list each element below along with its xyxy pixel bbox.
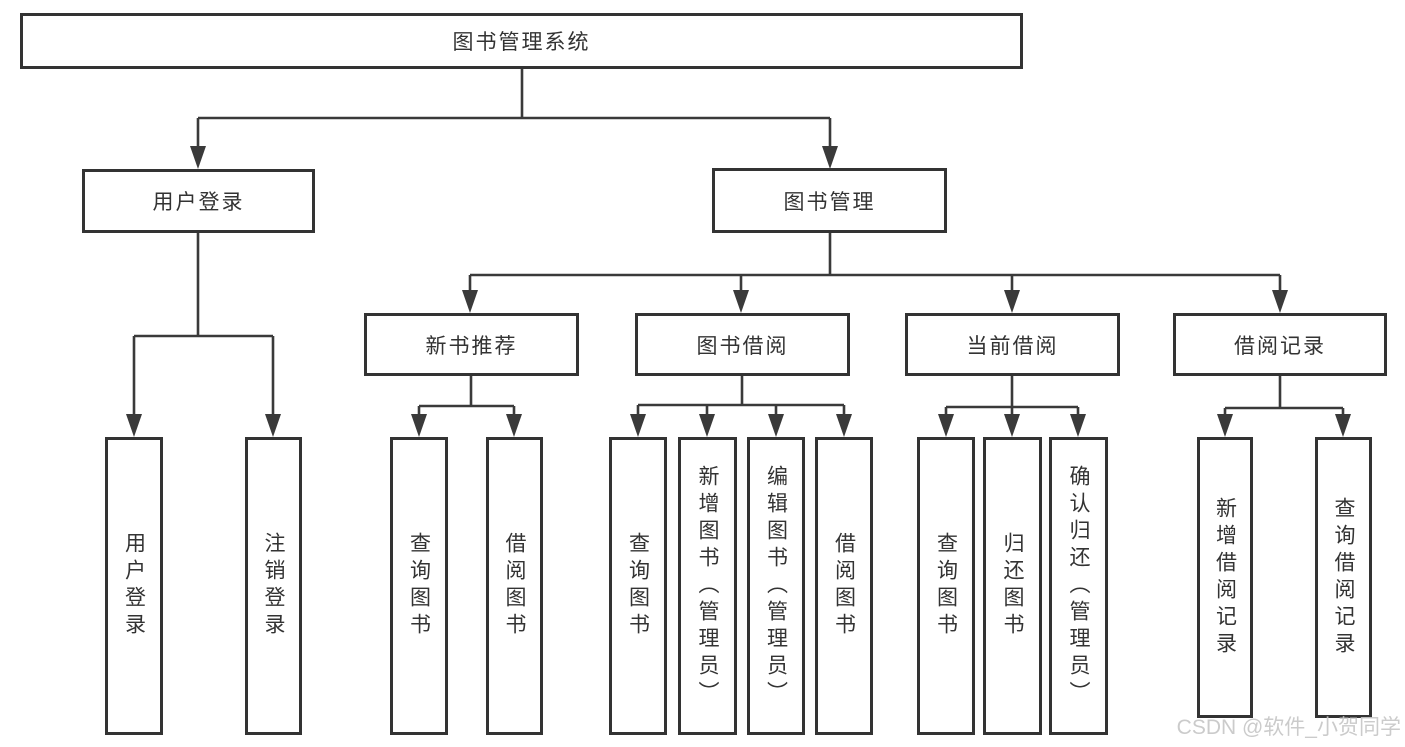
arrowhead-icon [630,414,646,437]
leaf-records-query-record-label: 查询借阅记录 [1332,496,1356,659]
leaf-logout-label: 注销登录 [262,532,286,640]
arrowhead-icon [836,414,852,437]
connector-line [636,376,846,420]
node-borrow-records: 借阅记录 [1173,313,1387,376]
arrowhead-icon [1004,290,1020,313]
connector-line [132,233,275,420]
arrowhead-icon [938,414,954,437]
connector-line [468,233,1282,296]
leaf-borrow-query-books-label: 查询图书 [626,532,650,640]
csdn-watermark: CSDN @软件_小贺同学 [1176,716,1401,739]
arrowhead-icon [733,290,749,313]
arrowhead-icon [411,414,427,437]
leaf-current-return-books-label: 归还图书 [1001,532,1025,640]
leaf-recommend-borrow-books-label: 借阅图书 [503,532,527,640]
node-new-book-recommend: 新书推荐 [364,313,579,376]
leaf-current-confirm-return-admin-label: 确认归还（管理员） [1067,464,1091,708]
arrowhead-icon [768,414,784,437]
connector-line [417,376,516,420]
node-book-borrow: 图书借阅 [635,313,850,376]
leaf-recommend-query-books-label: 查询图书 [407,532,431,640]
arrowhead-icon [462,290,478,313]
leaf-logout: 注销登录 [245,437,302,735]
arrowhead-icon [822,146,838,169]
arrowhead-icon [506,414,522,437]
node-book-management-label: 图书管理 [783,190,876,214]
arrowhead-icon [1217,414,1233,437]
node-borrow-records-label: 借阅记录 [1234,334,1326,358]
leaf-user-login-label: 用户登录 [122,532,146,640]
leaf-current-confirm-return-admin: 确认归还（管理员） [1049,437,1108,735]
arrowhead-icon [190,146,206,169]
connector-line [196,69,832,152]
leaf-records-add-record-label: 新增借阅记录 [1213,496,1237,659]
arrowhead-icon [265,414,281,437]
leaf-current-query-books-label: 查询图书 [934,532,958,640]
node-book-management: 图书管理 [712,168,947,233]
arrowhead-icon [1335,414,1351,437]
node-root-label: 图书管理系统 [452,31,591,54]
arrowhead-icon [126,414,142,437]
connector-line [1223,376,1345,420]
node-current-borrow: 当前借阅 [905,313,1120,376]
arrowhead-icon [1272,290,1288,313]
leaf-borrow-edit-books-admin-label: 编辑图书（管理员） [764,464,788,708]
node-user-login-group-label: 用户登录 [152,191,245,214]
node-new-book-recommend-label: 新书推荐 [425,334,518,358]
arrowhead-icon [699,414,715,437]
leaf-borrow-edit-books-admin: 编辑图书（管理员） [747,437,805,735]
leaf-borrow-borrow-books-label: 借阅图书 [832,532,856,640]
leaf-borrow-query-books: 查询图书 [609,437,667,735]
leaf-records-query-record: 查询借阅记录 [1315,437,1372,718]
leaf-current-query-books: 查询图书 [917,437,975,735]
leaf-borrow-add-books-admin-label: 新增图书（管理员） [696,464,720,708]
node-user-login-group: 用户登录 [82,169,315,233]
node-root: 图书管理系统 [20,13,1023,69]
leaf-records-add-record: 新增借阅记录 [1197,437,1253,718]
leaf-borrow-borrow-books: 借阅图书 [815,437,873,735]
leaf-recommend-query-books: 查询图书 [390,437,448,735]
arrowhead-icon [1070,414,1086,437]
connector-line [944,376,1080,420]
leaf-user-login: 用户登录 [105,437,163,735]
leaf-recommend-borrow-books: 借阅图书 [486,437,543,735]
leaf-current-return-books: 归还图书 [983,437,1042,735]
node-book-borrow-label: 图书借阅 [696,334,789,358]
node-current-borrow-label: 当前借阅 [966,334,1059,358]
leaf-borrow-add-books-admin: 新增图书（管理员） [678,437,737,735]
arrowhead-icon [1004,414,1020,437]
